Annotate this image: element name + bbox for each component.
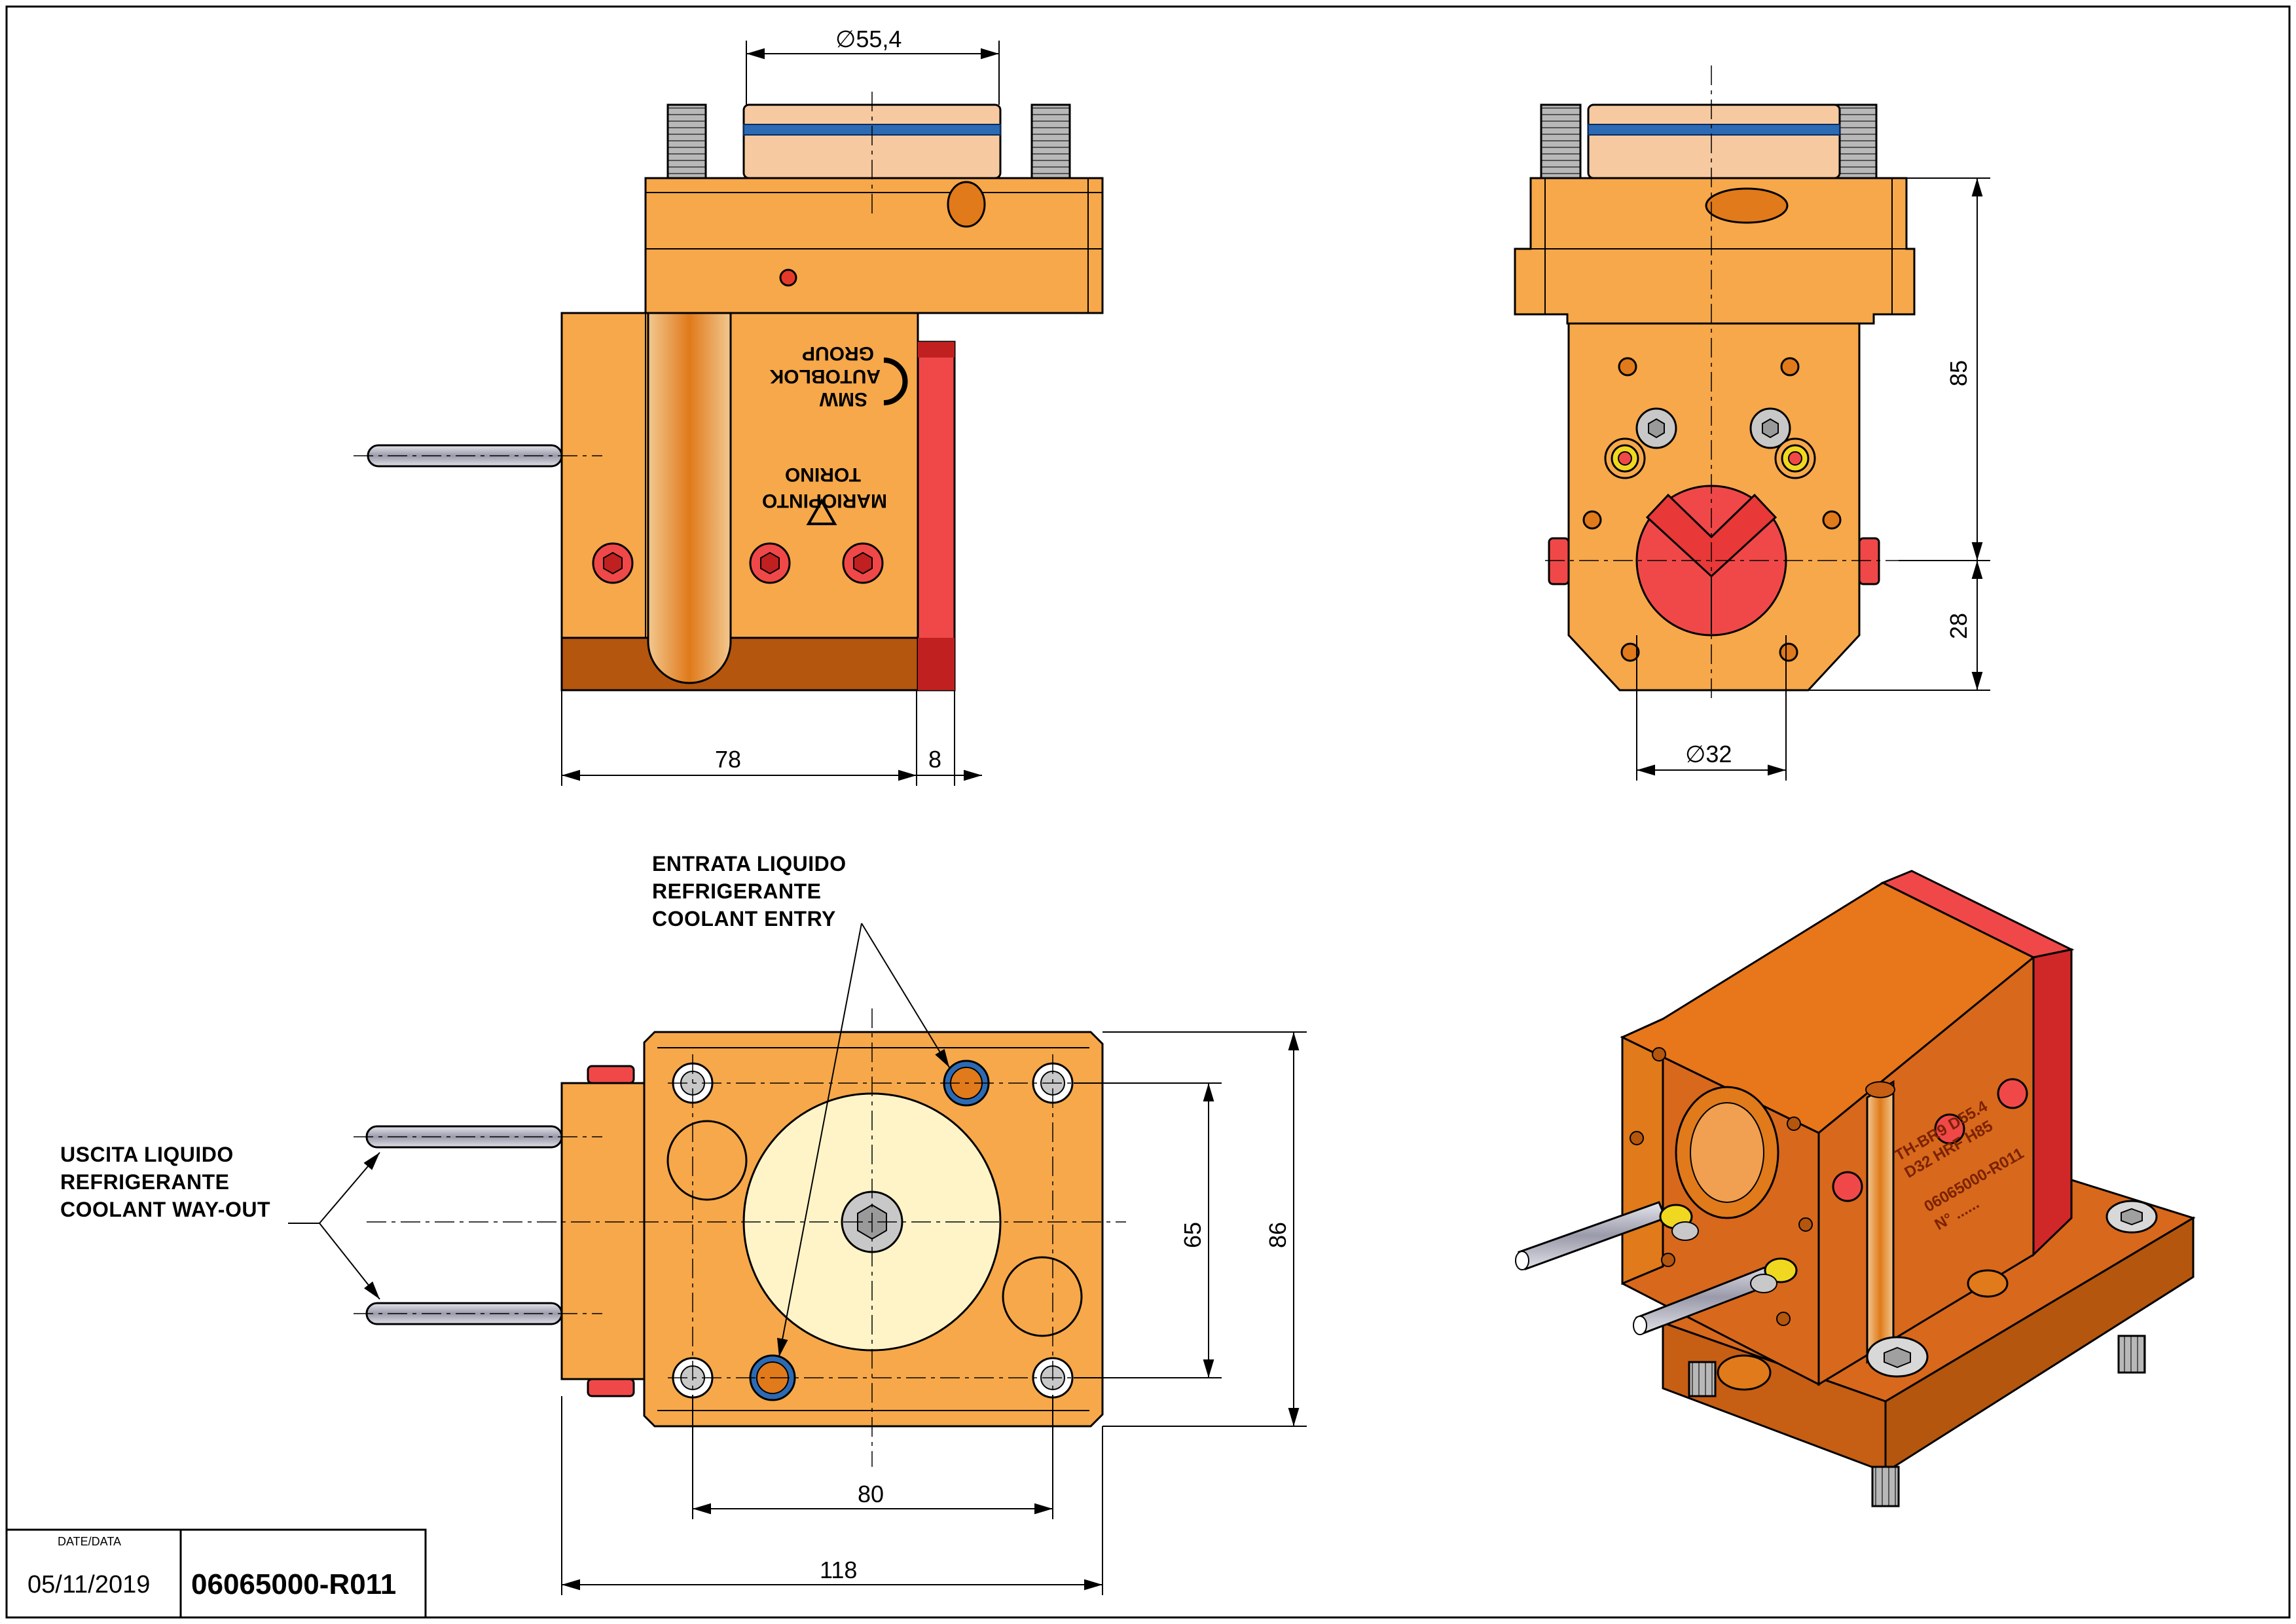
side-screw-2 <box>749 542 791 584</box>
side-logo: MARIO PINTO TORINO SMW AUTOBLOK GROUP <box>762 342 908 525</box>
side-red-plate <box>917 341 956 692</box>
note-coolant-out-1: USCITA LIQUIDO <box>60 1143 234 1166</box>
side-stud-left <box>666 103 707 179</box>
dim-top-diameter: ∅55,4 <box>835 26 902 52</box>
svg-text:PINTO: PINTO <box>762 490 822 511</box>
note-coolant-out-2: REFRIGERANTE <box>60 1170 229 1194</box>
svg-text:MARIO: MARIO <box>822 490 887 511</box>
bottom-view: 65 86 80 118 ENTRATA LIQUIDO REFRIGERANT… <box>60 852 1307 1595</box>
side-screw-1 <box>592 542 634 584</box>
front-side-plug-left <box>1548 537 1570 585</box>
side-stud-right <box>1030 103 1071 179</box>
dim-bottom-width: 118 <box>820 1557 857 1583</box>
front-view: 85 28 ∅32 <box>1514 65 1990 781</box>
front-fitting-right <box>1774 437 1816 479</box>
front-fitting-left <box>1604 437 1646 479</box>
front-stud-right <box>1836 103 1878 179</box>
title-block-date: 05/11/2019 <box>27 1571 150 1598</box>
dim-front-height-upper: 85 <box>1945 360 1972 386</box>
front-top-ring <box>1587 103 1841 179</box>
dim-bottom-inner-height: 65 <box>1179 1222 1206 1248</box>
title-block-code: 06065000-R011 <box>191 1568 396 1600</box>
side-screw-3 <box>842 542 884 584</box>
note-coolant-entry-2: REFRIGERANTE <box>652 879 821 903</box>
dim-side-width: 78 <box>715 746 741 773</box>
svg-text:SMW: SMW <box>819 388 867 410</box>
side-coolant-channel <box>647 312 732 684</box>
dim-front-height-lower: 28 <box>1945 613 1972 639</box>
isometric-view: TH-BR9 D55.4 D32 HRF H85 06065000-R011 N… <box>1515 870 2196 1507</box>
dim-bottom-height: 86 <box>1264 1222 1291 1248</box>
svg-text:GROUP: GROUP <box>802 342 874 364</box>
front-side-plug-right <box>1858 537 1880 585</box>
note-coolant-out-3: COOLANT WAY-OUT <box>60 1198 270 1221</box>
dim-front-bore: ∅32 <box>1685 741 1732 767</box>
front-screw-right <box>1749 407 1791 449</box>
side-view: MARIO PINTO TORINO SMW AUTOBLOK GROUP ∅5… <box>354 26 1104 786</box>
front-coolant-port <box>1705 187 1789 224</box>
title-block-date-label: DATE/DATA <box>58 1535 121 1548</box>
bottom-nozzle-block <box>560 1082 646 1380</box>
note-coolant-entry-3: COOLANT ENTRY <box>652 907 836 931</box>
dim-bottom-inner-width: 80 <box>858 1481 884 1507</box>
side-top-block <box>644 177 1104 314</box>
sheet-border <box>5 5 2291 1619</box>
front-stud-left <box>1540 103 1582 179</box>
side-coolant-port <box>947 181 986 228</box>
svg-text:TORINO: TORINO <box>785 464 861 485</box>
dim-side-plate: 8 <box>928 746 941 773</box>
front-screw-left <box>1635 407 1677 449</box>
side-base-shade <box>560 637 919 692</box>
note-coolant-entry-1: ENTRATA LIQUIDO <box>652 852 847 876</box>
svg-text:AUTOBLOK: AUTOBLOK <box>769 365 881 387</box>
title-block: DATE/DATA 05/11/2019 06065000-R011 <box>5 1528 427 1619</box>
